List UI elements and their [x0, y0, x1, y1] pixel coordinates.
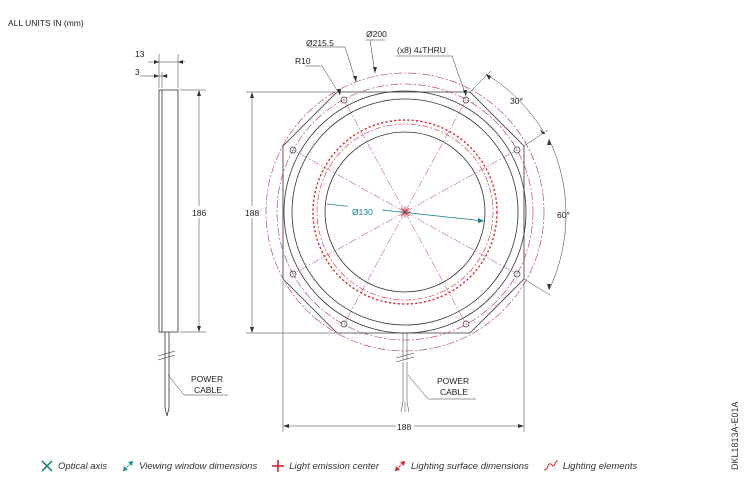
radius-label: R10 — [295, 56, 311, 66]
body-ring-inner — [291, 98, 519, 326]
side-dim-186: 186 — [192, 208, 206, 218]
side-body-outline — [158, 89, 179, 333]
window-diameter-label: Ø130 — [352, 207, 373, 217]
legend-label: Lighting elements — [562, 460, 638, 472]
lighting-elements-icon — [543, 460, 558, 471]
legend: Optical axis Viewing window dimensions L… — [40, 459, 651, 473]
legend-item-emission-center: Light emission center — [271, 459, 379, 473]
body-ring-outer — [283, 90, 527, 334]
emission-center-icon — [272, 460, 285, 472]
front-width-label: 188 — [397, 422, 411, 432]
lighting-surface-circle — [316, 123, 494, 301]
angle-30-label: 30° — [510, 96, 523, 106]
legend-item-optical-axis: Optical axis — [40, 459, 107, 473]
optical-axis-icon — [41, 460, 53, 472]
front-cable-label-1: POWER — [437, 376, 469, 386]
legend-label: Viewing window dimensions — [139, 460, 258, 472]
angle-60-label: 60° — [557, 210, 570, 220]
side-cable-label-2: CABLE — [194, 385, 222, 395]
lighting-elements-ring — [312, 119, 498, 305]
mounting-holes — [289, 96, 521, 328]
front-cable-label-2: CABLE — [440, 387, 468, 397]
units-note: ALL UNITS IN (mm) — [8, 18, 84, 28]
side-view — [140, 54, 228, 417]
legend-item-lighting-elements: Lighting elements — [543, 459, 637, 473]
legend-label: Light emission center — [289, 460, 380, 472]
lighting-surface-icon — [394, 460, 406, 472]
front-view — [244, 39, 567, 432]
viewing-window-circle — [324, 131, 486, 293]
outer-diameter-label: Ø215.5 — [306, 38, 334, 48]
side-cable-label-1: POWER — [191, 374, 223, 384]
legend-label: Lighting surface dimensions — [411, 460, 529, 472]
mount-diameter-label: Ø200 — [366, 29, 387, 39]
outer-diameter-circle — [265, 72, 545, 352]
radial-centerlines — [292, 99, 518, 325]
side-dim-3: 3 — [135, 67, 140, 77]
side-dim-13: 13 — [135, 49, 145, 59]
legend-label: Optical axis — [58, 460, 108, 472]
holes-label: (x8) 4⤓THRU — [397, 45, 446, 55]
front-height-label: 188 — [245, 208, 259, 218]
legend-item-viewing-window: Viewing window dimensions — [121, 459, 257, 473]
octagon-body-outline — [282, 91, 525, 334]
legend-item-lighting-surface: Lighting surface dimensions — [393, 459, 529, 473]
document-code: DKL1813A-E01A — [730, 401, 740, 470]
mounting-hole-circle — [276, 83, 534, 341]
viewing-window-icon — [122, 460, 134, 472]
